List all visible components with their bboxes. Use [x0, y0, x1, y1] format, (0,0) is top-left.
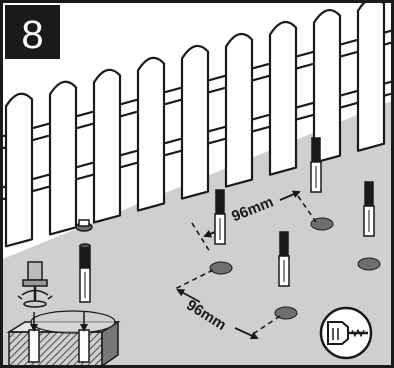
step-number: 8: [21, 13, 43, 57]
anchor-plug: [215, 190, 225, 244]
anchor-plug-icon: [80, 244, 90, 302]
fence-picket: [358, 0, 384, 151]
fence-picket: [182, 46, 208, 199]
drill-icon: [321, 308, 371, 358]
anchor-plug: [279, 232, 289, 286]
fence-picket: [138, 58, 164, 211]
anchor-plug: [311, 138, 321, 192]
nut-icon: [76, 220, 92, 231]
fence-picket: [94, 70, 120, 223]
fence-picket: [6, 94, 32, 247]
fence-picket: [226, 34, 252, 187]
step-badge: 8: [5, 5, 60, 59]
fence-picket: [270, 22, 296, 175]
anchor-plug: [364, 182, 374, 236]
fence-picket: [50, 82, 76, 235]
